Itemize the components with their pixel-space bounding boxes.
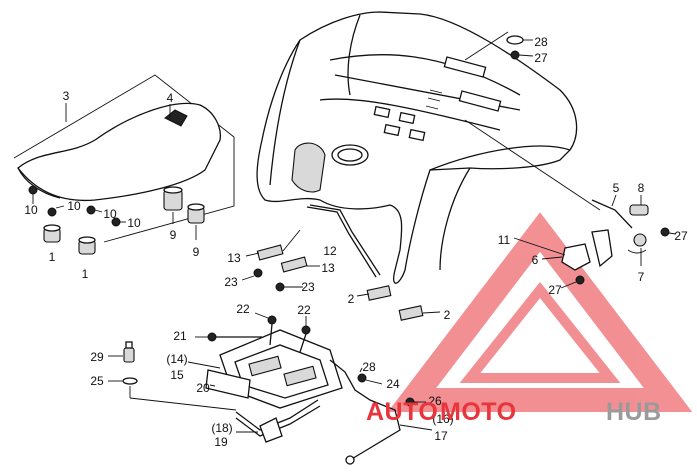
license-bracket (187, 312, 343, 409)
callout-label: 8 (638, 181, 645, 195)
callout-label: 1 (82, 267, 89, 281)
callout-label: 2 (444, 308, 451, 322)
callout-label: 21 (173, 329, 187, 343)
callout-label: 10 (127, 216, 141, 230)
callout-label: 11 (498, 233, 511, 247)
watermark-text: AUTO MOTO HUB (366, 398, 662, 426)
watermark-part1: AUTO (366, 398, 438, 426)
watermark-part3: HUB (606, 398, 662, 426)
callout-label: 20 (196, 381, 210, 395)
callout-label: (14) (166, 352, 187, 366)
watermark-part2: MOTO (440, 398, 517, 426)
callout-label: (18) (211, 421, 232, 435)
callout-label: 13 (321, 261, 335, 275)
callout-label: 10 (67, 199, 81, 213)
callout-label: 10 (103, 207, 117, 221)
callout-label: 24 (386, 377, 400, 391)
callout-label: 5 (613, 181, 620, 195)
callout-label: 17 (434, 429, 448, 443)
callout-label: 25 (90, 374, 104, 388)
callout-label: 2 (348, 292, 355, 306)
clips (356, 285, 441, 321)
callout-label: 10 (24, 203, 38, 217)
callout-label: 1 (49, 250, 56, 264)
callout-label: (16) (432, 412, 453, 426)
rear-fender (256, 11, 601, 284)
watermark-triangle (387, 212, 693, 412)
callout-label: 28 (534, 35, 548, 49)
callout-label: 12 (323, 244, 337, 258)
light-and-wire (235, 359, 433, 465)
callout-label: 13 (227, 251, 241, 265)
nuts-top (506, 35, 534, 60)
callout-label: 7 (638, 270, 645, 284)
latch-assembly (513, 194, 677, 289)
callout-label: 9 (170, 228, 177, 242)
rod-and-hooks (241, 204, 381, 292)
callout-label: 19 (214, 435, 228, 449)
callout-label: 22 (297, 303, 311, 317)
callout-label: 22 (236, 302, 250, 316)
seat-bushings (28, 185, 205, 255)
callout-label: 28 (362, 360, 376, 374)
callout-label: 27 (548, 283, 562, 297)
callout-label: 23 (301, 280, 315, 294)
callout-label: 15 (170, 368, 184, 382)
callout-label: 29 (90, 350, 104, 364)
callout-label: 27 (534, 51, 548, 65)
callout-label: 3 (63, 89, 70, 103)
bolt-washer (108, 341, 237, 411)
callout-label: 23 (224, 275, 238, 289)
callout-label: 27 (674, 229, 688, 243)
seat-assembly (13, 74, 235, 243)
callout-label: 6 (532, 253, 539, 267)
callout-label: 9 (193, 245, 200, 259)
callout-label: 4 (167, 91, 174, 105)
callout-label: 26 (428, 394, 442, 408)
